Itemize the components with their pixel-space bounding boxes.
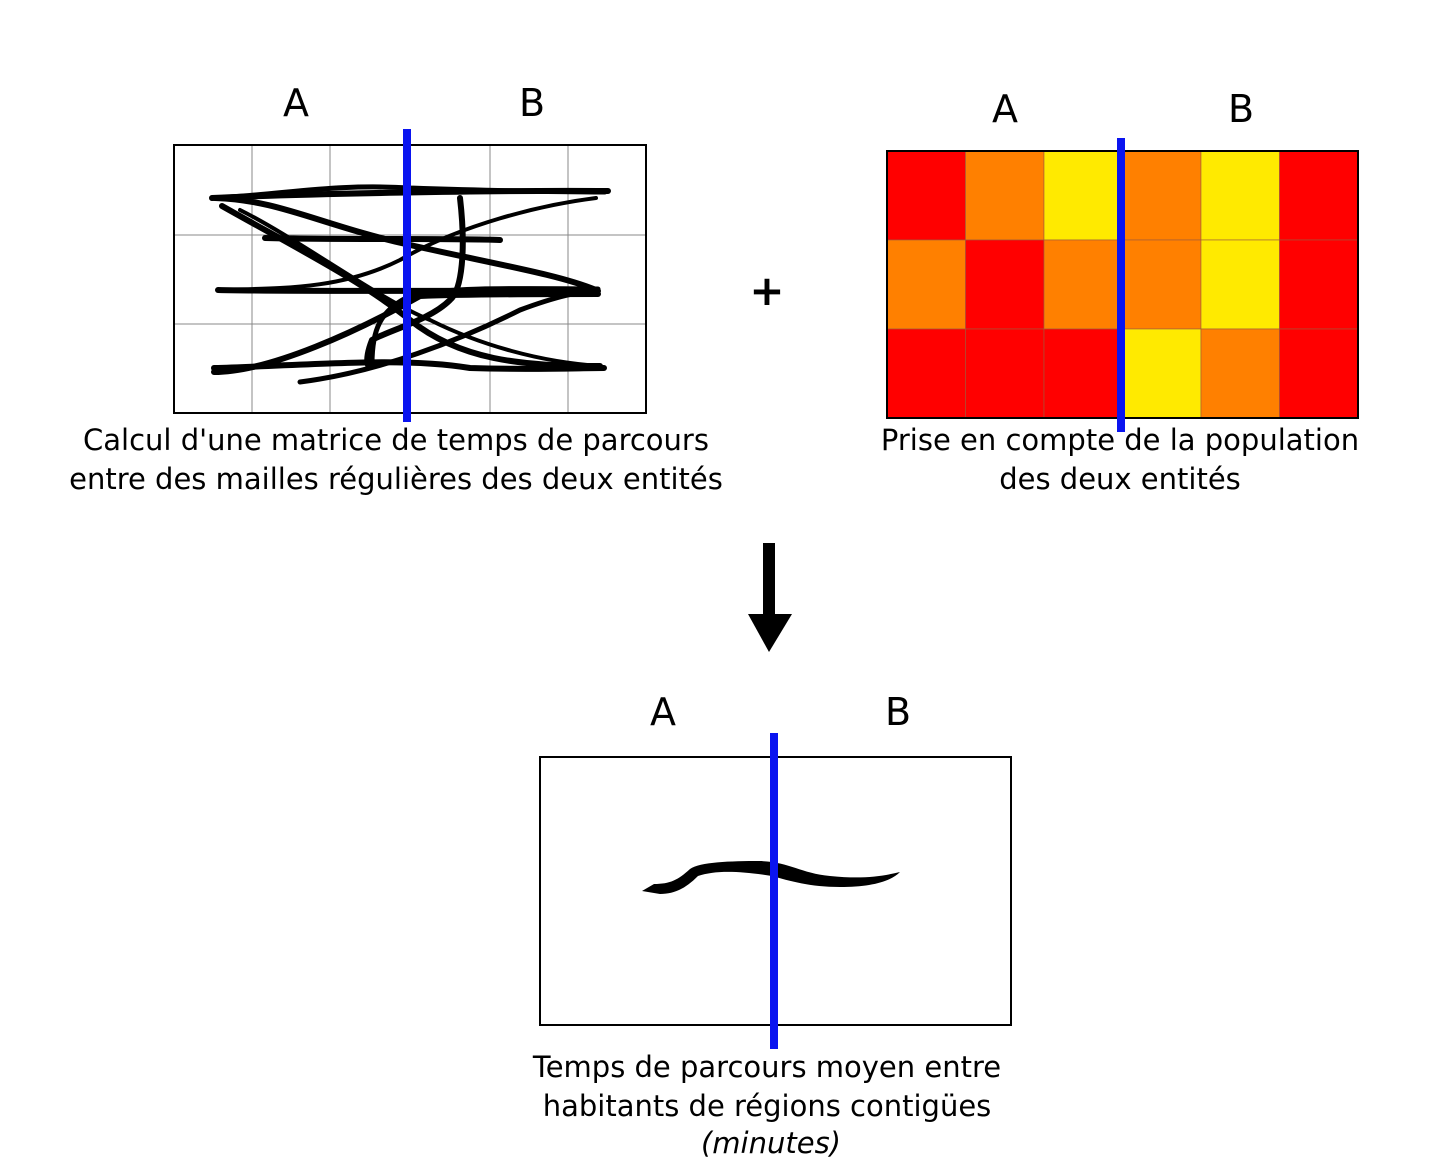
population-caption-line2: des deux entités [999,462,1241,496]
population-cell-yellow [1122,328,1202,419]
down-arrow-icon [748,543,792,652]
population-cell-red [965,328,1045,419]
population-cell-red [1279,150,1359,241]
population-cell-red [1279,328,1359,419]
population-cell-orange [1122,150,1202,241]
population-cell-orange [1200,328,1280,419]
population-cell-orange [1043,239,1123,330]
result-caption-unit: (minutes) [701,1126,841,1160]
travel-matrix-panel: A B Calcul d' [69,81,723,496]
population-cell-orange [886,239,966,330]
population-cell-orange [965,150,1045,241]
region-a-label: A [650,690,676,734]
region-b-label: B [885,690,911,734]
population-caption-line1: Prise en compte de la population [881,423,1359,457]
region-a-label: A [992,87,1018,131]
travel-matrix-caption-line1: Calcul d'une matrice de temps de parcour… [83,423,709,457]
population-cell-red [886,150,966,241]
average-travel-path [642,861,900,894]
population-cell-yellow [1200,150,1280,241]
result-caption-line1: Temps de parcours moyen entre [532,1050,1001,1084]
population-cell-yellow [1200,239,1280,330]
result-caption-line2: habitants de régions contigües [543,1089,992,1123]
result-panel: A B Temps de parcours moyen entre habita… [532,690,1012,1160]
population-cell-red [1043,328,1123,419]
population-panel: A B Prise en compte de la population des… [881,87,1359,496]
population-cell-red [886,328,966,419]
population-cell-red [965,239,1045,330]
region-b-label: B [519,81,545,125]
travel-matrix-caption-line2: entre des mailles régulières des deux en… [69,462,723,496]
population-cell-orange [1122,239,1202,330]
region-a-label: A [283,81,309,125]
region-b-label: B [1228,87,1254,131]
population-grid [886,150,1359,419]
population-cell-red [1279,239,1359,330]
population-cell-yellow [1043,150,1123,241]
plus-sign: + [749,266,784,315]
